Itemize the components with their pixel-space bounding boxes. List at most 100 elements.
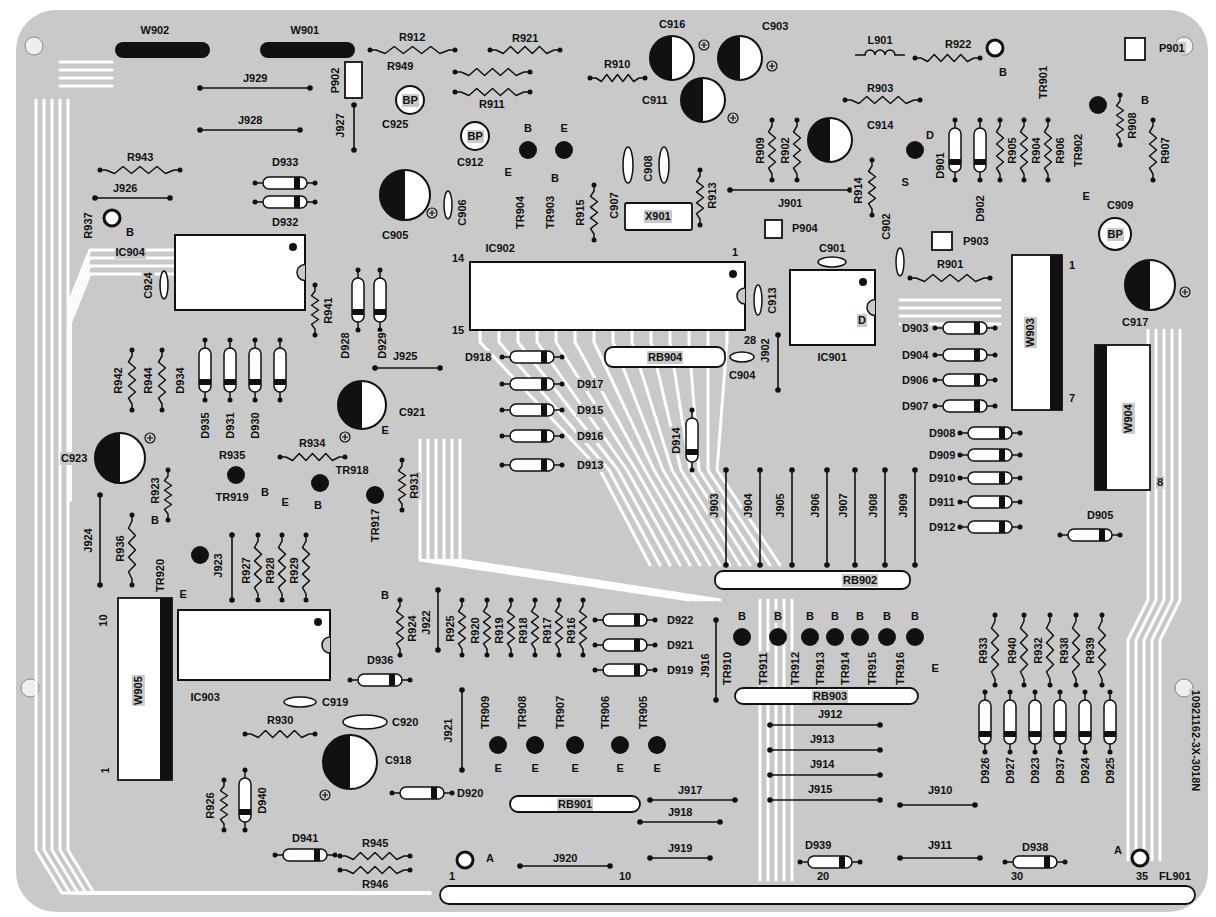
diode-symbol — [500, 459, 565, 471]
solder-pad — [882, 467, 888, 473]
transistor-symbol — [519, 141, 537, 159]
solder-pad — [978, 56, 983, 61]
part-label: J907 — [837, 492, 850, 518]
solder-pad — [167, 195, 173, 201]
jumper-wire — [375, 367, 440, 369]
solder-pad — [870, 213, 875, 218]
ceramic-capacitor — [343, 715, 387, 729]
solder-pad — [509, 598, 514, 603]
component-outline — [715, 571, 910, 589]
part-label: J910 — [927, 784, 953, 797]
solder-pad — [977, 855, 983, 861]
solder-pad — [757, 562, 763, 568]
inductor-symbol — [855, 50, 905, 55]
part-label: TR913 — [814, 650, 827, 685]
part-label: D925 — [1104, 756, 1117, 784]
part-label: D930 — [249, 411, 262, 439]
part-label: IC904 — [115, 246, 146, 259]
part-label: 20 — [816, 870, 830, 883]
part-label: D938 — [1021, 841, 1049, 854]
part-label: D910 — [928, 472, 956, 485]
part-label: B — [830, 610, 840, 623]
jumper-wire — [725, 470, 727, 565]
copper-trace — [70, 266, 190, 500]
part-label: E — [179, 588, 188, 601]
polarity-mark — [320, 790, 330, 800]
part-label: TR909 — [479, 694, 492, 729]
diode-symbol — [958, 449, 1023, 461]
part-label: D902 — [974, 194, 987, 222]
solder-pad — [1074, 683, 1079, 688]
ic-package — [178, 610, 330, 680]
jumper-wire — [791, 470, 793, 565]
copper-trace — [68, 100, 430, 893]
ceramic-capacitor — [659, 147, 669, 183]
part-label: E — [931, 662, 940, 675]
part-label: C914 — [866, 119, 894, 132]
solder-pad — [197, 127, 203, 133]
solder-pad — [993, 683, 998, 688]
diode-symbol — [500, 404, 565, 416]
solder-pad — [485, 598, 490, 603]
part-label: 1 — [1068, 259, 1076, 272]
part-label: D933 — [271, 156, 299, 169]
solder-pad — [698, 223, 703, 228]
resistor-symbol — [255, 535, 262, 600]
solder-pad — [1022, 683, 1027, 688]
diode-symbol — [249, 338, 261, 403]
solder-pad — [304, 533, 309, 538]
solder-pad — [1100, 683, 1105, 688]
part-label: C919 — [321, 696, 349, 709]
diode-symbol — [199, 338, 211, 403]
diode-symbol — [958, 521, 1023, 533]
resistor-symbol — [590, 75, 645, 82]
solder-pad — [897, 802, 903, 808]
part-label: J929 — [242, 72, 268, 85]
part-label: R929 — [288, 556, 301, 584]
copper-trace — [900, 307, 1000, 310]
resistor-symbol — [455, 89, 530, 96]
part-label: D928 — [339, 331, 352, 359]
part-label: P903 — [962, 235, 990, 248]
diode-symbol — [500, 351, 565, 363]
part-label: R928 — [264, 556, 277, 584]
transistor-symbol — [191, 546, 209, 564]
resistor-symbol — [591, 185, 598, 240]
part-label: J924 — [82, 527, 95, 553]
resistor-symbol — [794, 120, 801, 180]
part-label: IC903 — [190, 691, 221, 704]
part-label: E — [653, 762, 662, 775]
solder-pad — [435, 587, 441, 593]
component-group — [92, 36, 1195, 904]
copper-trace — [60, 61, 112, 64]
resistor-symbol — [532, 600, 539, 655]
part-label: R913 — [706, 181, 719, 209]
part-label: J901 — [777, 197, 803, 210]
ceramic-capacitor — [160, 271, 168, 299]
part-label: R940 — [1006, 636, 1019, 664]
transistor-symbol — [878, 628, 896, 646]
solder-pad — [913, 56, 918, 61]
diode-symbol — [1079, 690, 1091, 755]
part-label: C912 — [456, 156, 484, 169]
solder-pad — [581, 598, 586, 603]
solder-pad — [877, 747, 883, 753]
component-outline — [765, 220, 782, 238]
part-label: R936 — [114, 534, 127, 562]
solder-pad — [647, 797, 653, 803]
jumper-wire — [770, 774, 880, 776]
solder-pad — [732, 797, 738, 803]
part-label: 1 — [99, 766, 112, 774]
part-label: C901 — [818, 242, 846, 255]
diode-symbol — [274, 338, 286, 403]
part-label: D914 — [670, 426, 683, 454]
part-label: J921 — [442, 717, 455, 743]
solder-pad — [775, 387, 781, 393]
resistor-symbol — [459, 600, 466, 655]
part-label: R902 — [779, 136, 792, 164]
polarity-mark — [767, 61, 777, 71]
part-label: B — [150, 514, 160, 527]
part-label: D941 — [291, 832, 319, 845]
part-label: C923 — [60, 452, 88, 465]
connector-block — [1095, 345, 1150, 490]
